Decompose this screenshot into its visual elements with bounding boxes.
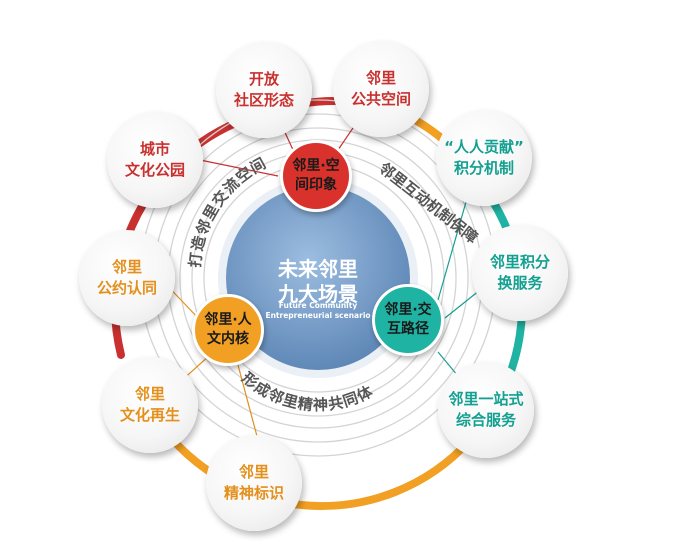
hub-space-line1: 邻里·空 xyxy=(292,158,340,174)
satellite-line2: 文化公园 xyxy=(124,161,185,179)
hub-humanity-line1: 邻里·人 xyxy=(204,312,252,328)
satellite-points-service-exchange: 邻里积分 换服务 xyxy=(472,225,568,321)
connector-red-3 xyxy=(199,159,279,177)
satellite-line2: 社区形态 xyxy=(233,91,294,109)
hub-space-impression: 邻里·空 间印象 xyxy=(280,140,352,212)
satellite-points-mechanism: “人人贡献” 积分机制 xyxy=(436,110,532,206)
satellite-line1: “人人贡献” xyxy=(444,138,524,156)
satellite-line1: 邻里一站式 xyxy=(448,390,524,408)
satellite-line2: 公约认同 xyxy=(96,279,157,297)
hub-interaction-line2: 互路径 xyxy=(387,321,429,337)
center-title-line1: 未来邻里 xyxy=(278,257,358,281)
satellite-line1: 开放 xyxy=(248,70,279,88)
satellite-culture-regeneration: 邻里 文化再生 xyxy=(102,357,198,453)
satellite-line2: 公共空间 xyxy=(350,90,411,108)
hub-humanity-line2: 文内核 xyxy=(207,331,249,347)
center-title: 未来邻里 九大场景 xyxy=(233,257,403,307)
satellite-line2: 积分机制 xyxy=(453,159,514,177)
satellite-line1: 城市 xyxy=(139,140,170,158)
satellite-convention-identity: 邻里 公约认同 xyxy=(79,230,175,326)
hub-interaction-line1: 邻里·交 xyxy=(384,302,432,318)
hub-humanity-core: 邻里·人 文内核 xyxy=(192,294,264,366)
center-subtitle: Future Community Entrepreneurial scenari… xyxy=(238,301,398,321)
center-title-line2: 九大场景 xyxy=(278,282,358,306)
satellite-spirit-identity: 邻里 精神标识 xyxy=(206,435,302,531)
satellite-line2: 精神标识 xyxy=(223,484,284,502)
satellite-line1: 邻里 xyxy=(111,258,142,276)
satellite-line2: 换服务 xyxy=(497,274,543,292)
satellite-line2: 综合服务 xyxy=(455,411,516,429)
center-subtitle-line1: Future Community xyxy=(278,301,358,310)
satellite-line1: 邻里 xyxy=(238,463,269,481)
center-subtitle-line2: Entrepreneurial scenario xyxy=(265,311,371,320)
satellite-one-stop-service: 邻里一站式 综合服务 xyxy=(438,362,534,458)
satellite-line1: 邻里积分 xyxy=(489,253,550,271)
satellite-public-space: 邻里 公共空间 xyxy=(333,41,429,137)
center-disc xyxy=(226,186,410,370)
hub-interaction-path: 邻里·交 互路径 xyxy=(372,284,444,356)
satellite-open-community: 开放 社区形态 xyxy=(216,42,312,138)
satellite-line1: 邻里 xyxy=(365,69,396,87)
satellite-line1: 邻里 xyxy=(134,385,165,403)
satellite-city-culture-park: 城市 文化公园 xyxy=(107,112,203,208)
hub-space-line2: 间印象 xyxy=(295,177,337,193)
satellite-line2: 文化再生 xyxy=(119,406,180,424)
